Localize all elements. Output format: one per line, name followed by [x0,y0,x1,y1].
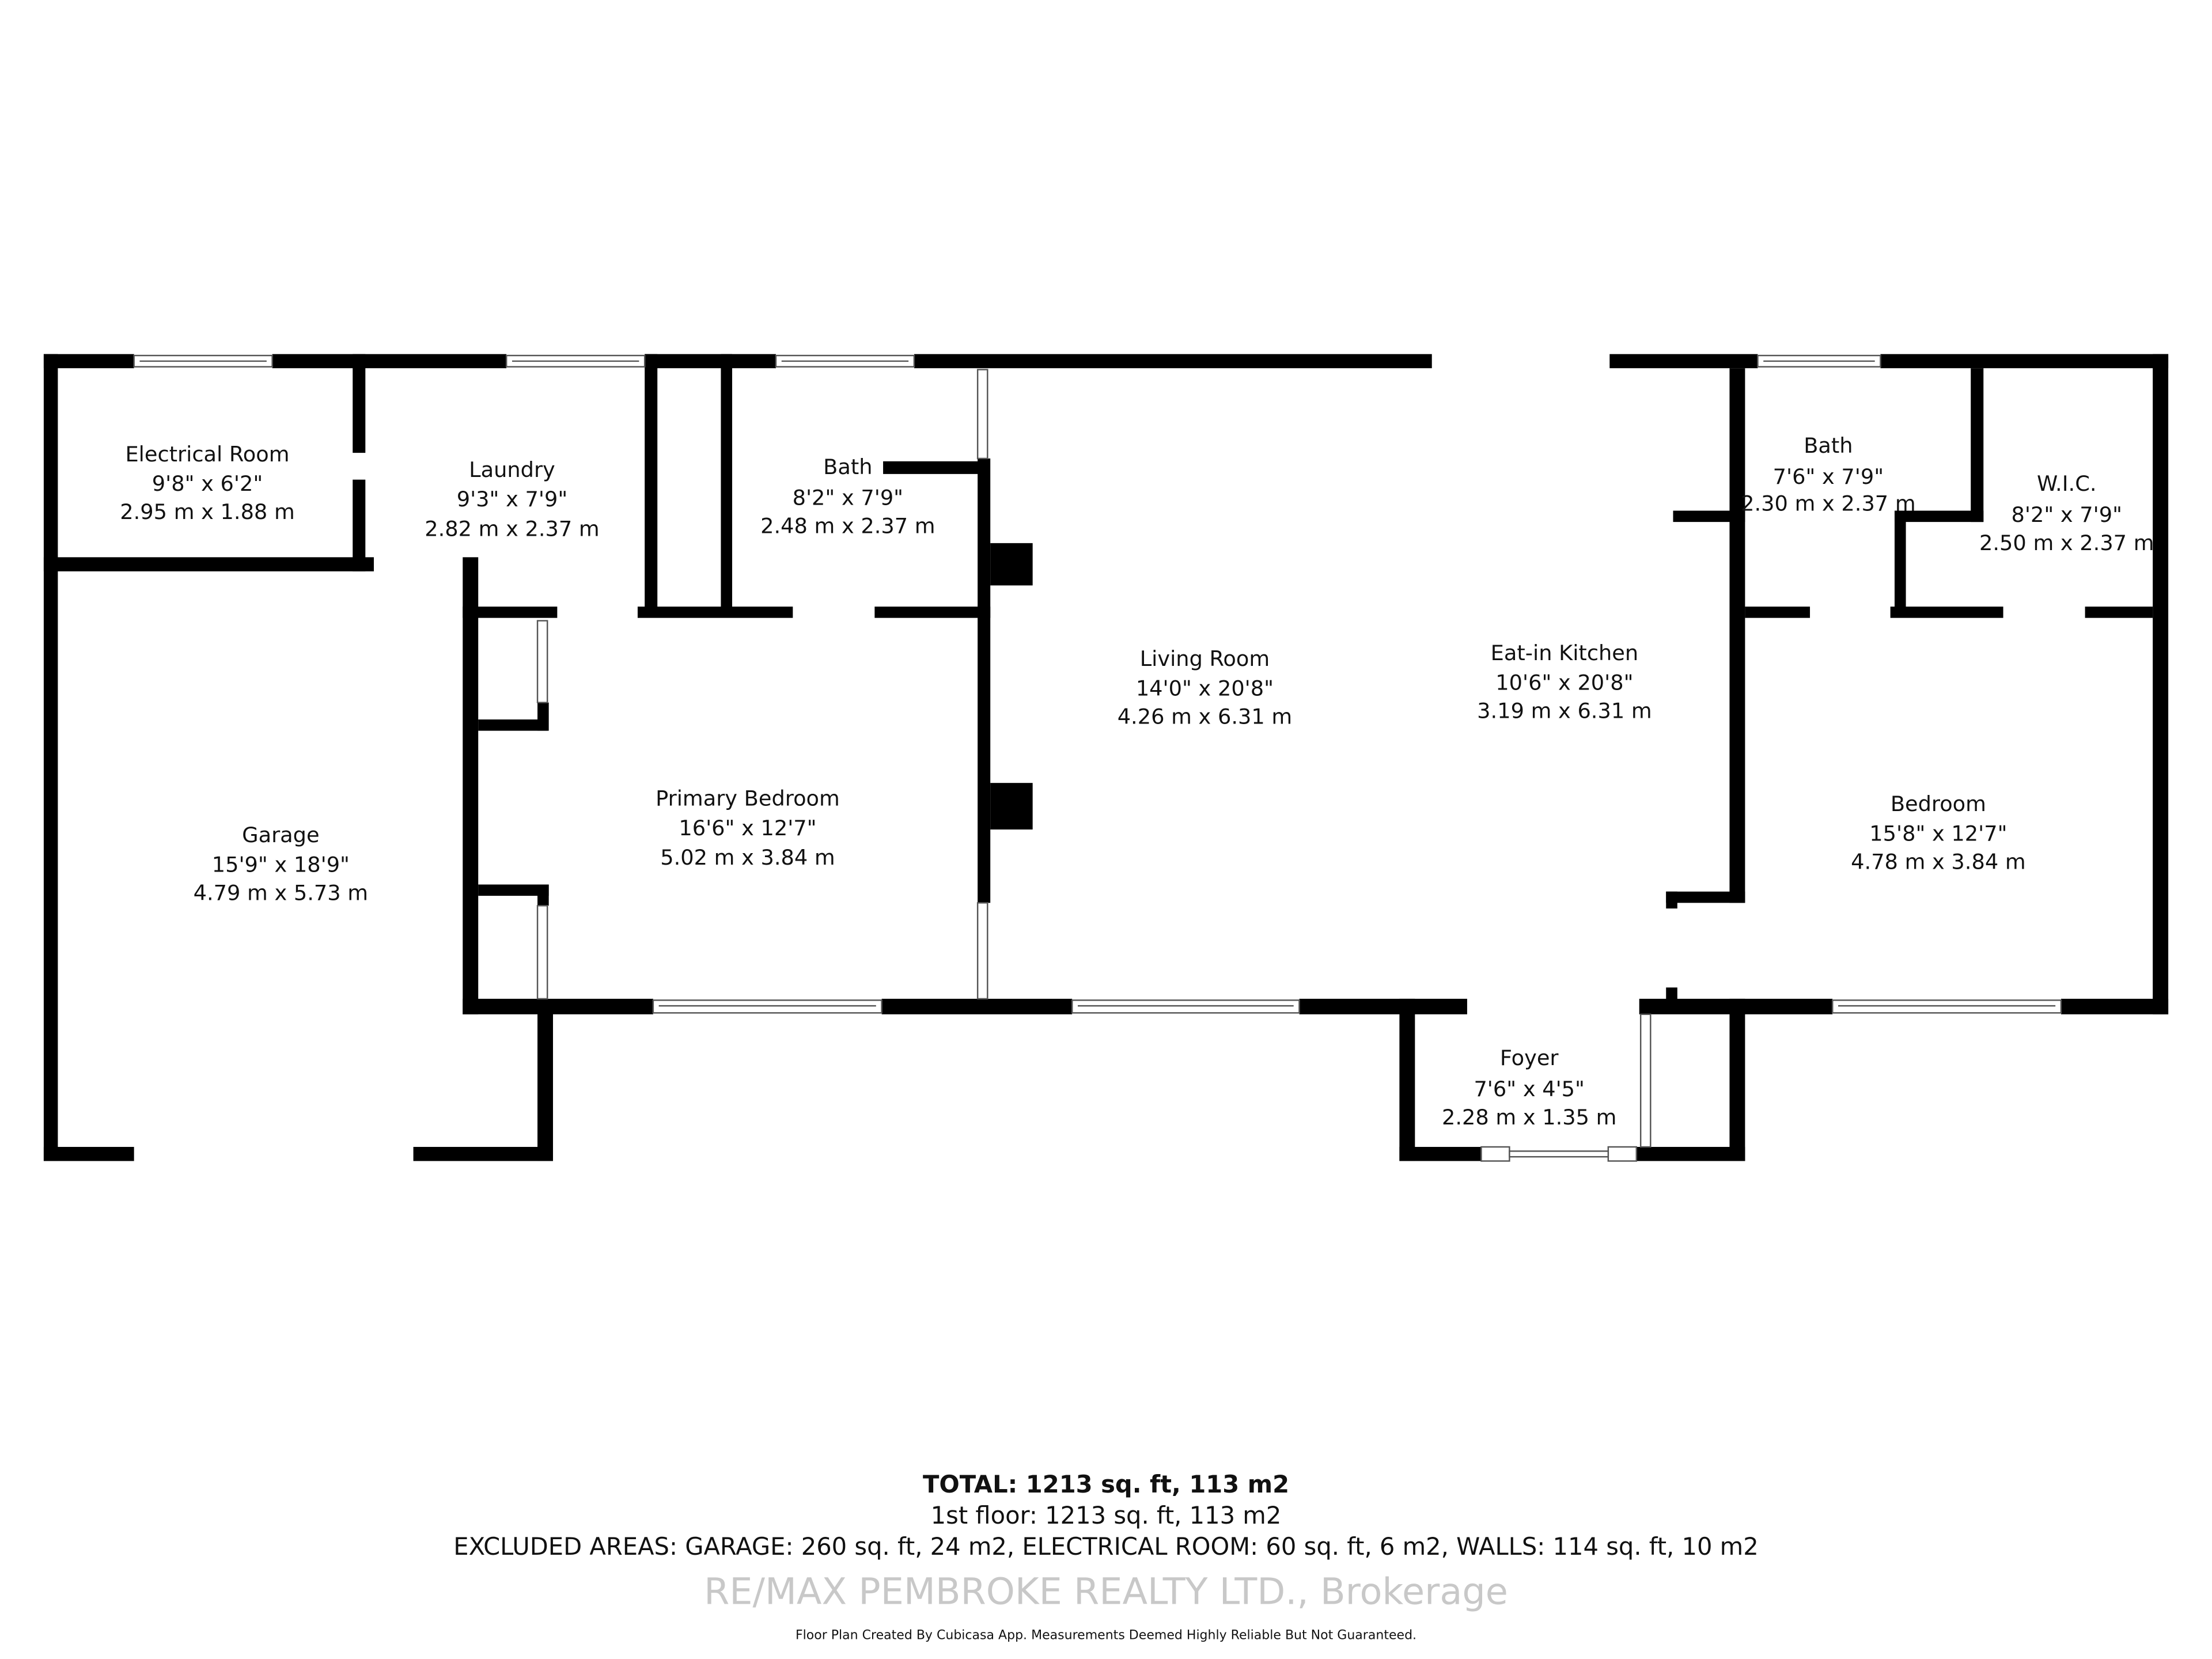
room-name: Bath [1804,433,1853,458]
room-dimensions-imperial: 7'6" x 4'5" [1474,1077,1584,1101]
room-name: Foyer [1500,1046,1559,1070]
room-name: Eat-in Kitchen [1491,641,1639,665]
room-dimensions-imperial: 8'2" x 7'9" [2012,502,2123,527]
room-dimensions-metric: 4.26 m x 6.31 m [1118,704,1292,729]
watermark: RE/MAX PEMBROKE REALTY LTD., Brokerage [704,1570,1508,1613]
room-garage: Garage 15'9" x 18'9" 4.79 m x 5.73 m [194,823,368,905]
excluded-areas: EXCLUDED AREAS: GARAGE: 260 sq. ft, 24 m… [453,1532,1758,1560]
room-dimensions-metric: 2.28 m x 1.35 m [1442,1105,1616,1130]
room-bedroom: Bedroom 15'8" x 12'7" 4.78 m x 3.84 m [1851,791,2025,874]
room-dimensions-imperial: 9'8" x 6'2" [152,471,263,496]
room-dimensions-metric: 2.30 m x 2.37 m [1741,491,1915,516]
room-bath-2: Bath 7'6" x 7'9" 2.30 m x 2.37 m [1741,433,1915,516]
room-dimensions-imperial: 15'8" x 12'7" [1869,821,2007,846]
room-living: Living Room 14'0" x 20'8" 4.26 m x 6.31 … [1118,646,1292,729]
room-dimensions-metric: 2.50 m x 2.37 m [1979,531,2154,555]
walls [43,354,2169,1161]
room-name: Bedroom [1891,791,1986,816]
windows [133,354,2062,1162]
room-dimensions-imperial: 14'0" x 20'8" [1136,676,1274,700]
room-laundry: Laundry 9'3" x 7'9" 2.82 m x 2.37 m [425,457,599,541]
room-name: Garage [242,823,319,847]
room-dimensions-metric: 3.19 m x 6.31 m [1477,699,1652,724]
room-dimensions-metric: 2.95 m x 1.88 m [120,499,294,524]
room-name: Primary Bedroom [656,786,840,810]
room-dimensions-imperial: 8'2" x 7'9" [793,486,904,510]
room-bath-1: Bath 8'2" x 7'9" 2.48 m x 2.37 m [760,454,935,539]
room-electrical: Electrical Room 9'8" x 6'2" 2.95 m x 1.8… [120,442,294,524]
room-primary-bedroom: Primary Bedroom 16'6" x 12'7" 5.02 m x 3… [656,786,840,870]
room-dimensions-imperial: 7'6" x 7'9" [1773,464,1884,489]
room-name: Laundry [469,457,555,482]
room-name: Electrical Room [125,442,289,467]
floor-area: 1st floor: 1213 sq. ft, 113 m2 [931,1501,1282,1529]
room-dimensions-imperial: 16'6" x 12'7" [679,816,816,840]
area-summary: TOTAL: 1213 sq. ft, 113 m2 1st floor: 12… [453,1470,1758,1643]
room-name: W.I.C. [2037,471,2097,496]
room-dimensions-metric: 4.79 m x 5.73 m [194,880,368,905]
total-area: TOTAL: 1213 sq. ft, 113 m2 [923,1470,1289,1498]
room-dimensions-metric: 2.48 m x 2.37 m [760,514,935,539]
room-name: Living Room [1140,646,1270,671]
room-dimensions-metric: 4.78 m x 3.84 m [1851,850,2025,874]
room-dimensions-metric: 2.82 m x 2.37 m [425,517,599,541]
room-wic: W.I.C. 8'2" x 7'9" 2.50 m x 2.37 m [1979,471,2154,555]
room-dimensions-imperial: 9'3" x 7'9" [457,487,568,512]
room-name: Bath [823,454,872,479]
room-dimensions-imperial: 10'6" x 20'8" [1495,671,1633,695]
room-kitchen: Eat-in Kitchen 10'6" x 20'8" 3.19 m x 6.… [1477,641,1652,723]
room-foyer: Foyer 7'6" x 4'5" 2.28 m x 1.35 m [1442,1046,1616,1130]
room-dimensions-metric: 5.02 m x 3.84 m [660,845,835,870]
disclaimer: Floor Plan Created By Cubicasa App. Meas… [796,1628,1416,1643]
room-dimensions-imperial: 15'9" x 18'9" [212,852,350,877]
